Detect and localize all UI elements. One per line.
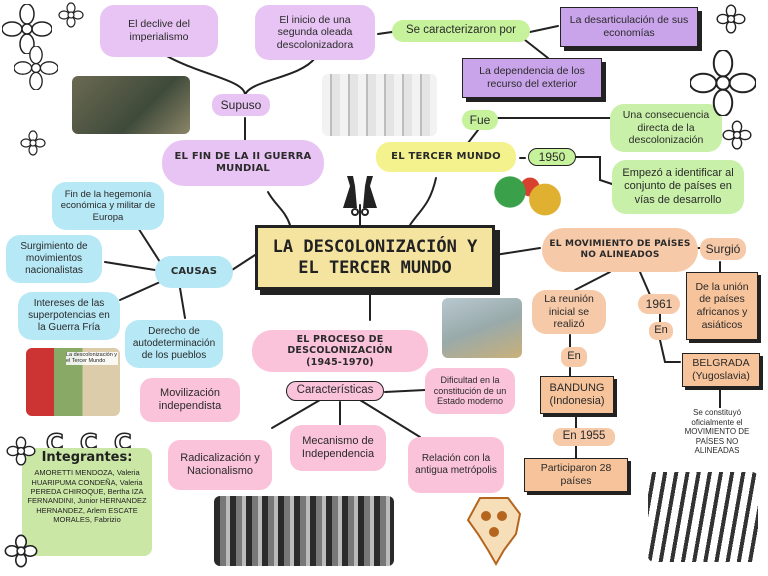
flower-icon	[6, 436, 36, 466]
se-caracterizaron-label: Se caracterizaron por	[392, 20, 530, 42]
consecuencia-node: Una consecuencia directa de la descoloni…	[610, 104, 722, 152]
leaders-photo: La descolonización y el Tercer Mundo	[26, 348, 120, 416]
relacion-metropolis-node: Relación con la antigua metrópolis	[408, 437, 504, 493]
fin-guerra-title: EL FIN DE LA II GUERRA MUNDIAL	[162, 140, 324, 186]
surgio-label: Surgió	[700, 238, 746, 260]
en-label-1: En	[561, 347, 587, 367]
no-alineados-title: EL MOVIMIENTO DE PAÍSES NO ALINEADOS	[542, 228, 698, 272]
year-1961: 1961	[638, 294, 680, 314]
cartoon-photo	[442, 298, 522, 358]
desarticulacion-node: La desarticulación de sus economías	[560, 7, 698, 47]
declive-imperialismo-node: El declive del imperialismo	[100, 5, 218, 57]
world-map-image	[480, 172, 580, 222]
causa-hegemonia: Fin de la hegemonía económica y militar …	[52, 182, 164, 230]
en-1955-label: En 1955	[553, 428, 615, 446]
dependencia-node: La dependencia de los recurso del exteri…	[462, 58, 602, 98]
causas-title: CAUSAS	[155, 256, 233, 288]
bandung-node: BANDUNG (Indonesia)	[540, 376, 614, 414]
radicalizacion-node: Radicalización y Nacionalismo	[168, 440, 272, 490]
war-photo	[72, 76, 190, 134]
flower-icon	[722, 120, 752, 150]
segunda-oleada-node: El inicio de una segunda oleada descolon…	[255, 5, 375, 60]
africa-faces-icon	[460, 494, 530, 568]
en-label-2: En	[649, 322, 673, 340]
causa-nacionalistas: Surgimiento de movimientos nacionalistas	[6, 235, 102, 283]
integrantes-box: Integrantes: AMORETTI MENDOZA, Valeria H…	[22, 448, 152, 556]
mecanismo-node: Mecanismo de Independencia	[290, 425, 386, 471]
union-paises-node: De la unión de países africanos y asiáti…	[686, 272, 758, 340]
flower-icon	[58, 2, 84, 28]
year-1950: 1950	[528, 148, 576, 166]
flower-icon	[716, 4, 746, 34]
integrantes-names: AMORETTI MENDOZA, Valeria HUARIPUMA COND…	[27, 468, 147, 525]
fue-label: Fue	[462, 110, 498, 130]
integrantes-title: Integrantes:	[41, 450, 133, 465]
identificar-node: Empezó a identificar al conjunto de país…	[612, 160, 744, 214]
proceso-title: EL PROCESO DE DESCOLONIZACIÓN (1945-1970…	[252, 330, 428, 372]
flower-icon	[14, 46, 58, 90]
crowd-photo	[648, 472, 758, 562]
supuso-label: Supuso	[212, 94, 270, 116]
photo-caption: La descolonización y el Tercer Mundo	[66, 352, 118, 365]
flower-icon	[2, 4, 52, 54]
caracteristicas-label: Características	[286, 381, 384, 401]
broken-chains-icon	[335, 168, 385, 218]
flower-icon	[4, 534, 38, 568]
proceso-title-text: EL PROCESO DE DESCOLONIZACIÓN	[287, 333, 393, 357]
flower-icon	[20, 130, 46, 156]
participaron-node: Participaron 28 países	[524, 458, 628, 492]
causa-autodeterminacion: Derecho de autodeterminación de los pueb…	[125, 320, 223, 368]
dificultad-node: Dificultad en la constitución de un Esta…	[425, 368, 515, 414]
belgrado-node: BELGRADA (Yugoslavia)	[682, 353, 760, 387]
proceso-years: (1945-1970)	[306, 356, 374, 368]
protest-photo	[214, 496, 394, 566]
main-title: LA DESCOLONIZACIÓN Y EL TERCER MUNDO	[255, 225, 495, 290]
tercer-mundo-title: EL TERCER MUNDO	[376, 142, 516, 172]
flower-icon	[690, 50, 756, 116]
reunion-inicial-node: La reunión inicial se realizó	[532, 290, 606, 334]
constituyo-node: Se constituyó oficialmente el MOVIMIENTO…	[672, 408, 762, 456]
movilizacion-node: Movilización independista	[140, 378, 240, 422]
newspaper-photo	[322, 74, 437, 136]
causa-guerra-fria: Intereses de las superpotencias en la Gu…	[18, 292, 120, 340]
